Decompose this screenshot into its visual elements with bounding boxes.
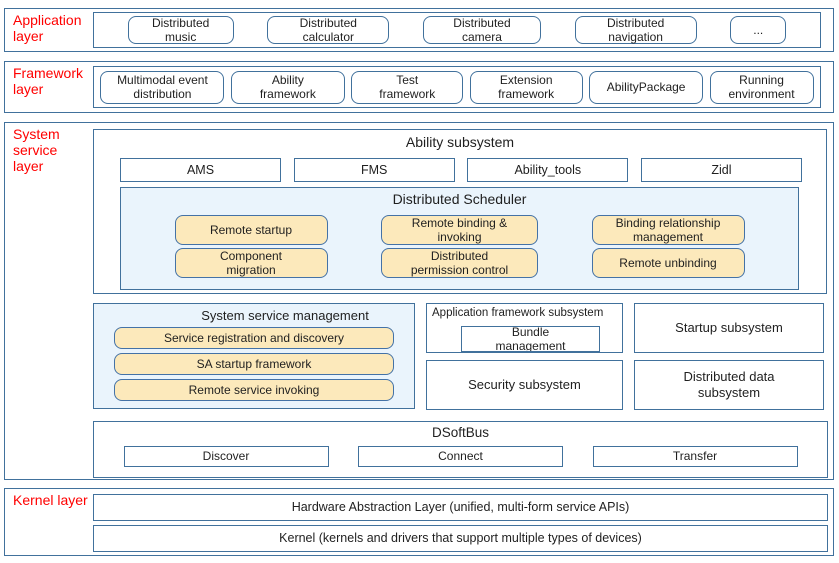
component-box-ams: AMS <box>120 158 281 182</box>
app-box-distributed-music: Distributed music <box>127 16 234 44</box>
hardware-abstraction-layer-box: Hardware Abstraction Layer (unified, mul… <box>93 494 828 521</box>
component-box-zidl: Zidl <box>640 158 802 182</box>
system-service-layer-band: System service layer Ability subsystem A… <box>4 122 834 480</box>
kernel-layer-band: Kernel layer Hardware Abstraction Layer … <box>4 488 834 556</box>
application-framework-subsystem-title: Application framework subsystem <box>432 307 604 319</box>
dsoftbus-row: Discover Connect Transfer <box>94 445 827 467</box>
feature-box-remote-unbinding: Remote unbinding <box>591 248 745 278</box>
fw-box-running-environment: Running environment <box>709 70 814 104</box>
dsoftbus-box-transfer: Transfer <box>592 445 798 467</box>
framework-layer-container: Multimodal event distribution Ability fr… <box>93 66 821 108</box>
application-layer-container: Distributed music Distributed calculator… <box>93 12 821 48</box>
component-box-fms: FMS <box>293 158 455 182</box>
fw-box-ability-framework: Ability framework <box>230 70 345 104</box>
app-box-distributed-calculator: Distributed calculator <box>267 16 390 44</box>
fw-box-extension-framework: Extension framework <box>469 70 583 104</box>
dsoftbus-box-discover: Discover <box>123 445 329 467</box>
ability-subsystem-title: Ability subsystem <box>405 134 515 150</box>
app-box-ellipsis: ... <box>730 16 787 44</box>
dsoftbus-title: DSoftBus <box>431 425 490 440</box>
ability-subsystem-components-row: AMS FMS Ability_tools Zidl <box>120 158 802 182</box>
feature-box-remote-service-invoking: Remote service invoking <box>114 379 394 401</box>
application-layer-label: Application layer <box>13 12 82 45</box>
security-subsystem-panel: Security subsystem <box>426 360 623 410</box>
distributed-data-subsystem-panel: Distributed data subsystem <box>634 360 824 410</box>
application-framework-subsystem-panel: Application framework subsystem Bundle m… <box>426 303 623 353</box>
startup-subsystem-panel: Startup subsystem <box>634 303 824 353</box>
framework-layer-band: Framework layer Multimodal event distrib… <box>4 61 834 113</box>
distributed-scheduler-title: Distributed Scheduler <box>392 191 527 207</box>
feature-box-remote-binding-invoking: Remote binding & invoking <box>381 215 538 245</box>
framework-layer-label: Framework layer <box>13 65 84 98</box>
fw-box-abilitypackage: AbilityPackage <box>589 70 704 104</box>
dsoftbus-box-connect: Connect <box>358 445 563 467</box>
distributed-scheduler-grid: Remote startup Remote binding & invoking… <box>121 215 798 278</box>
feature-box-service-registration-discovery: Service registration and discovery <box>114 327 394 349</box>
system-service-management-panel: System service management Service regist… <box>93 303 415 409</box>
fw-box-test-framework: Test framework <box>351 70 464 104</box>
distributed-scheduler-panel: Distributed Scheduler Remote startup Rem… <box>120 187 799 290</box>
feature-box-remote-startup: Remote startup <box>174 215 328 245</box>
fw-box-multimodal-event-distribution: Multimodal event distribution <box>100 70 225 104</box>
ability-subsystem-panel: Ability subsystem AMS FMS Ability_tools … <box>93 129 827 294</box>
app-box-distributed-navigation: Distributed navigation <box>574 16 697 44</box>
app-box-distributed-camera: Distributed camera <box>422 16 541 44</box>
feature-box-component-migration: Component migration <box>174 248 328 278</box>
dsoftbus-panel: DSoftBus Discover Connect Transfer <box>93 421 828 478</box>
component-box-ability-tools: Ability_tools <box>467 158 629 182</box>
feature-box-distributed-permission-control: Distributed permission control <box>381 248 538 278</box>
system-service-management-title: System service management <box>201 308 369 323</box>
system-service-management-stack: Service registration and discovery SA st… <box>114 327 394 401</box>
system-service-layer-label: System service layer <box>13 126 60 175</box>
kernel-box: Kernel (kernels and drivers that support… <box>93 525 828 552</box>
kernel-layer-label: Kernel layer <box>13 492 88 508</box>
application-layer-band: Application layer Distributed music Dist… <box>4 8 834 52</box>
feature-box-binding-relationship-management: Binding relationship management <box>591 215 745 245</box>
feature-box-sa-startup-framework: SA startup framework <box>114 353 394 375</box>
bundle-management-box: Bundle management <box>461 326 600 352</box>
